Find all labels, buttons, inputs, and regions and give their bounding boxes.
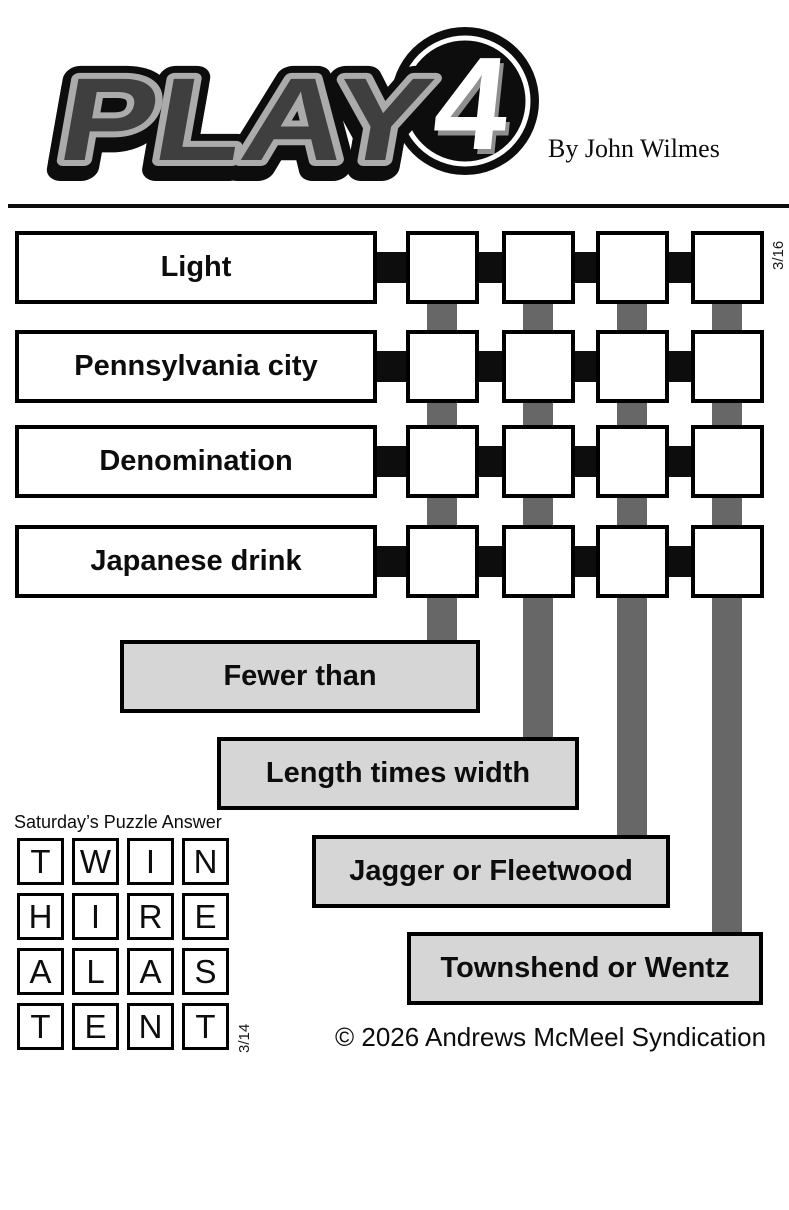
grid-cell-r2c2[interactable] xyxy=(502,330,575,403)
grid-cell-r1c1[interactable] xyxy=(406,231,479,304)
grid-cell-r4c4[interactable] xyxy=(691,525,764,598)
down-clue-4: Townshend or Wentz xyxy=(407,932,763,1005)
across-clue-1: Light xyxy=(15,231,377,304)
logo-number-shadow: 4 xyxy=(431,35,520,183)
across-clue-1-label: Light xyxy=(160,251,232,283)
grid-cell-r4c2[interactable] xyxy=(502,525,575,598)
answer-cell-r4c3: N xyxy=(127,1003,174,1050)
copyright: © 2026 Andrews McMeel Syndication xyxy=(335,1022,767,1052)
logo-word-outline: PLAY xyxy=(50,54,441,186)
logo-word: PLAY xyxy=(50,54,441,186)
grid-cell-r4c3[interactable] xyxy=(596,525,669,598)
answer-cell-r1c1: T xyxy=(17,838,64,885)
logo-word-3d-base: PLAY xyxy=(49,62,440,186)
answer-cell-r3c4: S xyxy=(182,948,229,995)
across-clue-3-label: Denomination xyxy=(99,445,293,477)
grid-cell-r4c1[interactable] xyxy=(406,525,479,598)
down-clue-1-label: Fewer than xyxy=(223,660,377,692)
answer-cell-r2c3: R xyxy=(127,893,174,940)
logo-number-group: 4 4 xyxy=(427,30,520,183)
grid-cell-r1c4[interactable] xyxy=(691,231,764,304)
grid-cell-r1c3[interactable] xyxy=(596,231,669,304)
down-clue-4-label: Townshend or Wentz xyxy=(440,952,730,984)
answer-date-mark: 3/14 xyxy=(236,1023,253,1053)
logo-word-group: PLAY PLAY PLAY xyxy=(36,41,455,186)
across-clue-3: Denomination xyxy=(15,425,377,498)
play4-logo: 4 4 PLAY PLAY PLAY xyxy=(36,27,539,186)
across-clue-4-label: Japanese drink xyxy=(90,545,302,577)
answer-cell-r2c1: H xyxy=(17,893,64,940)
grid-cell-r3c1[interactable] xyxy=(406,425,479,498)
down-clue-2-label: Length times width xyxy=(265,757,531,789)
answer-cell-r4c4: T xyxy=(182,1003,229,1050)
grid-cell-r2c4[interactable] xyxy=(691,330,764,403)
down-clue-3: Jagger or Fleetwood xyxy=(312,835,670,908)
answer-cell-r4c1: T xyxy=(17,1003,64,1050)
grid-cell-r3c2[interactable] xyxy=(502,425,575,498)
across-clue-2: Pennsylvania city xyxy=(15,330,377,403)
logo-circle xyxy=(391,27,539,175)
grid-cell-r2c3[interactable] xyxy=(596,330,669,403)
answer-cell-r4c2: E xyxy=(72,1003,119,1050)
down-clue-3-label: Jagger or Fleetwood xyxy=(349,855,633,887)
grid-cell-r3c3[interactable] xyxy=(596,425,669,498)
grid-cell-r2c1[interactable] xyxy=(406,330,479,403)
answer-cell-r2c2: I xyxy=(72,893,119,940)
answer-cell-r2c4: E xyxy=(182,893,229,940)
across-clue-2-label: Pennsylvania city xyxy=(74,350,318,382)
answer-cell-r3c3: A xyxy=(127,948,174,995)
answer-cell-r1c2: W xyxy=(72,838,119,885)
answer-cell-r3c1: A xyxy=(17,948,64,995)
grid-cell-r3c4[interactable] xyxy=(691,425,764,498)
answer-cell-r1c3: I xyxy=(127,838,174,885)
logo-circle-ring xyxy=(399,35,531,167)
answer-cell-r3c2: L xyxy=(72,948,119,995)
byline: By John Wilmes xyxy=(548,134,720,163)
down-clue-2: Length times width xyxy=(217,737,579,810)
grid-cell-r1c2[interactable] xyxy=(502,231,575,304)
answer-cell-r1c4: N xyxy=(182,838,229,885)
down-clue-1: Fewer than xyxy=(120,640,480,713)
across-clue-4: Japanese drink xyxy=(15,525,377,598)
puzzle-date-mark: 3/16 xyxy=(770,240,787,270)
header-divider xyxy=(8,204,789,208)
logo-number: 4 xyxy=(427,30,516,178)
answer-title: Saturday’s Puzzle Answer xyxy=(14,812,222,832)
